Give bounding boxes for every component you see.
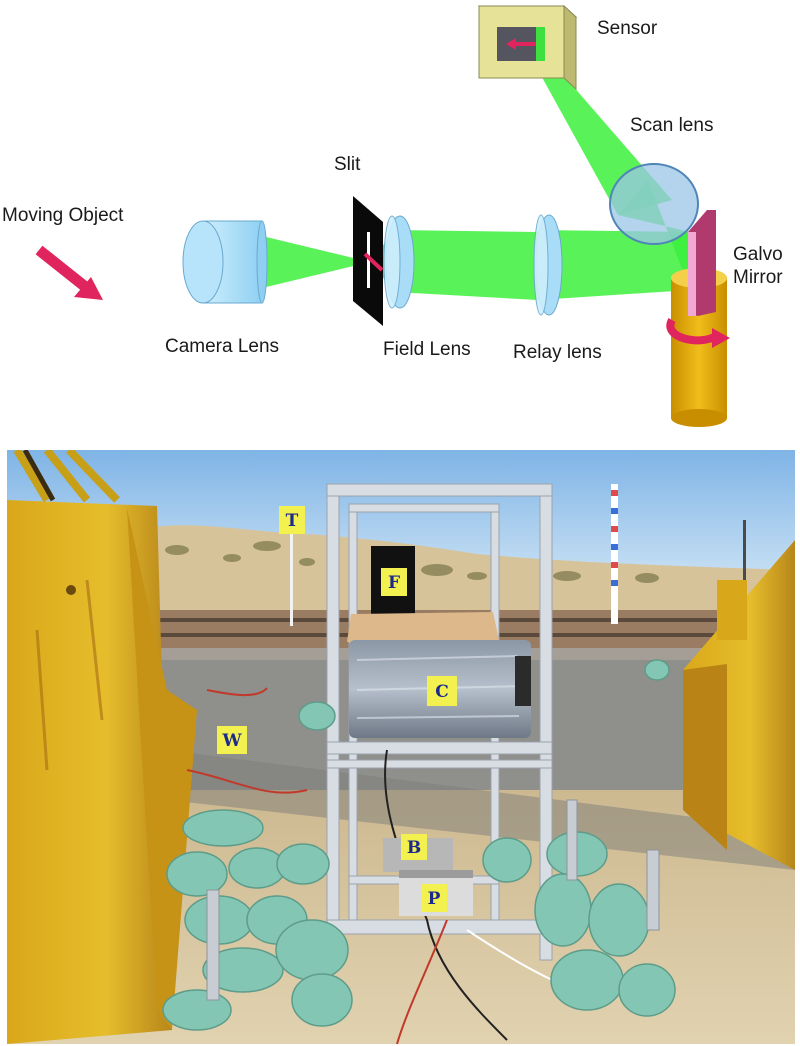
posts — [206, 799, 660, 1001]
svg-text:P: P — [428, 889, 441, 909]
sensor — [477, 4, 578, 91]
target-pole — [290, 530, 293, 626]
label-galvo: Galvo — [733, 244, 783, 265]
slit-image-arrow — [363, 252, 384, 272]
label-relay-lens: Relay lens — [513, 342, 602, 363]
label-moving-object: Moving Object — [2, 205, 124, 226]
optical-system-diagram: Sensor Scan lens Slit Moving Object Galv… — [2, 4, 783, 427]
camera-lens — [182, 220, 268, 304]
moving-object-arrow — [35, 245, 103, 300]
label-mirror: Mirror — [733, 267, 783, 288]
measuring-pole — [611, 484, 746, 624]
tag-b: B — [401, 834, 427, 860]
scan-lens — [609, 163, 699, 245]
label-slit: Slit — [334, 154, 361, 175]
label-sensor: Sensor — [597, 18, 658, 39]
svg-text:B: B — [407, 838, 421, 858]
left-container — [7, 450, 197, 1044]
sandbags — [162, 659, 676, 1031]
asphalt-shadow — [167, 750, 795, 870]
label-scan-lens: Scan lens — [630, 115, 713, 136]
tag-w: W — [217, 726, 247, 754]
tag-c: C — [427, 676, 457, 706]
tag-p: P — [421, 884, 447, 912]
wooden-board — [347, 612, 499, 642]
label-field-lens: Field Lens — [383, 339, 471, 360]
slit — [353, 196, 383, 326]
field-lens — [383, 215, 415, 309]
svg-text:C: C — [435, 682, 449, 702]
svg-text:W: W — [221, 731, 242, 751]
svg-text:T: T — [286, 511, 299, 531]
svg-text:F: F — [388, 573, 400, 593]
right-container — [683, 540, 795, 870]
relay-lens — [533, 214, 563, 316]
field-setup-photo: T F C W B P — [7, 450, 795, 1044]
tag-t: T — [279, 506, 305, 534]
desert-shrubs — [165, 541, 659, 583]
galvo-mirror — [666, 210, 730, 427]
label-camera-lens: Camera Lens — [165, 336, 279, 357]
tag-f: F — [381, 568, 407, 596]
